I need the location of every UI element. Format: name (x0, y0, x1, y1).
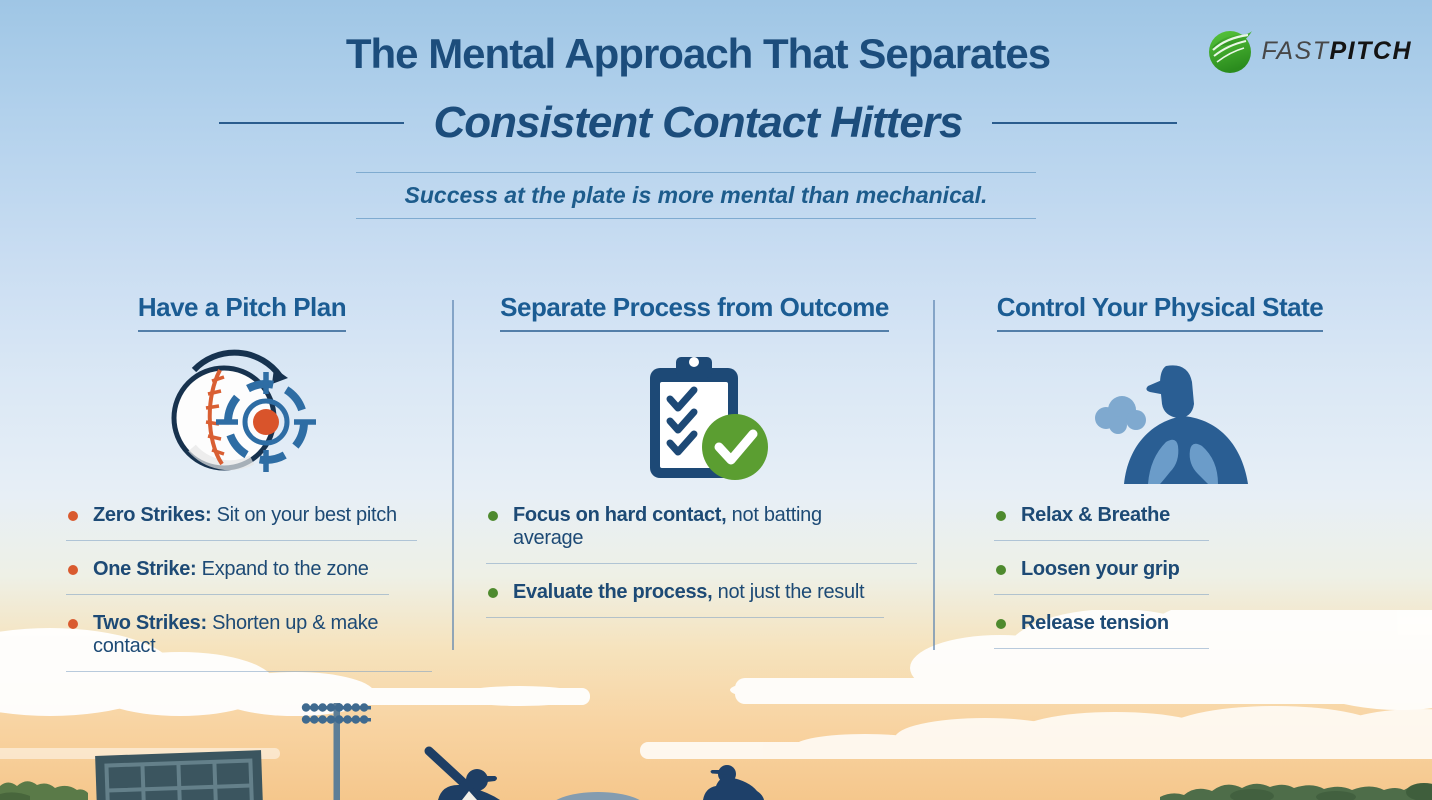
list-item: Zero Strikes: Sit on your best pitch (66, 504, 417, 541)
bush-right (1160, 783, 1432, 800)
list-item: One Strike: Expand to the zone (66, 558, 389, 595)
column-title: Separate Process from Outcome (500, 292, 889, 332)
fastpitch-logo: FASTPITCH (1208, 28, 1412, 74)
ballfield-scene (0, 610, 1432, 800)
bullet-dot (488, 511, 498, 521)
bullet-dot (68, 565, 78, 575)
batter-silhouette (424, 746, 500, 800)
bullet-dot (68, 511, 78, 521)
list-item: Evaluate the process, not just the resul… (486, 581, 885, 618)
page-title-line2: Consistent Contact Hitters (433, 98, 964, 147)
list-item: Loosen your grip (994, 558, 1209, 595)
title-dash-right (992, 121, 1178, 125)
column-process-outcome: Separate Process from Outcome Focus on h… (472, 292, 917, 635)
title-dash-left (218, 121, 404, 125)
cloud-band-lower (0, 706, 1432, 759)
subtitle-text: Success at the plate is more mental than… (404, 182, 988, 208)
pitchers-mound (556, 792, 640, 800)
column-divider-1 (452, 300, 454, 650)
column-pitch-plan: Have a Pitch Plan Zero Strikes: Sit on y… (52, 292, 432, 689)
scoreboard (95, 750, 264, 800)
column-title: Control Your Physical State (996, 292, 1324, 332)
bullet-list: Zero Strikes: Sit on your best pitch One… (66, 504, 432, 672)
logo-wordmark: FASTPITCH (1261, 36, 1412, 65)
list-item: Relax & Breathe (994, 504, 1209, 541)
column-title: Have a Pitch Plan (137, 292, 347, 332)
list-item: Focus on hard contact, not batting avera… (486, 504, 917, 564)
bullet-dot (68, 619, 78, 629)
page-title-row2: Consistent Contact Hitters (0, 98, 1396, 148)
stadium-lights (301, 703, 371, 800)
bullet-dot (996, 511, 1006, 521)
fielder-silhouette (703, 765, 764, 800)
list-item: Two Strikes: Shorten up & make contact (66, 612, 432, 672)
logo-swoosh-icon (1209, 31, 1253, 73)
bullet-dot (996, 565, 1006, 575)
cloud-bank-right (730, 610, 1432, 710)
clipboard-check-icon (472, 344, 917, 492)
bullet-list: Relax & Breathe Loosen your grip Release… (994, 504, 1340, 649)
page-title-line1: The Mental Approach That Separates (345, 30, 1051, 77)
column-divider-2 (933, 300, 935, 650)
bullet-list: Focus on hard contact, not batting avera… (486, 504, 917, 618)
bush-left (0, 781, 88, 800)
bullet-dot (488, 588, 498, 598)
breathing-player-icon (980, 344, 1340, 492)
bullet-dot (996, 619, 1006, 629)
subtitle-box: Success at the plate is more mental than… (356, 172, 1036, 219)
list-item: Release tension (994, 612, 1209, 649)
baseball-target-icon (52, 344, 432, 492)
column-physical-state: Control Your Physical State Relax & Brea… (980, 292, 1340, 666)
